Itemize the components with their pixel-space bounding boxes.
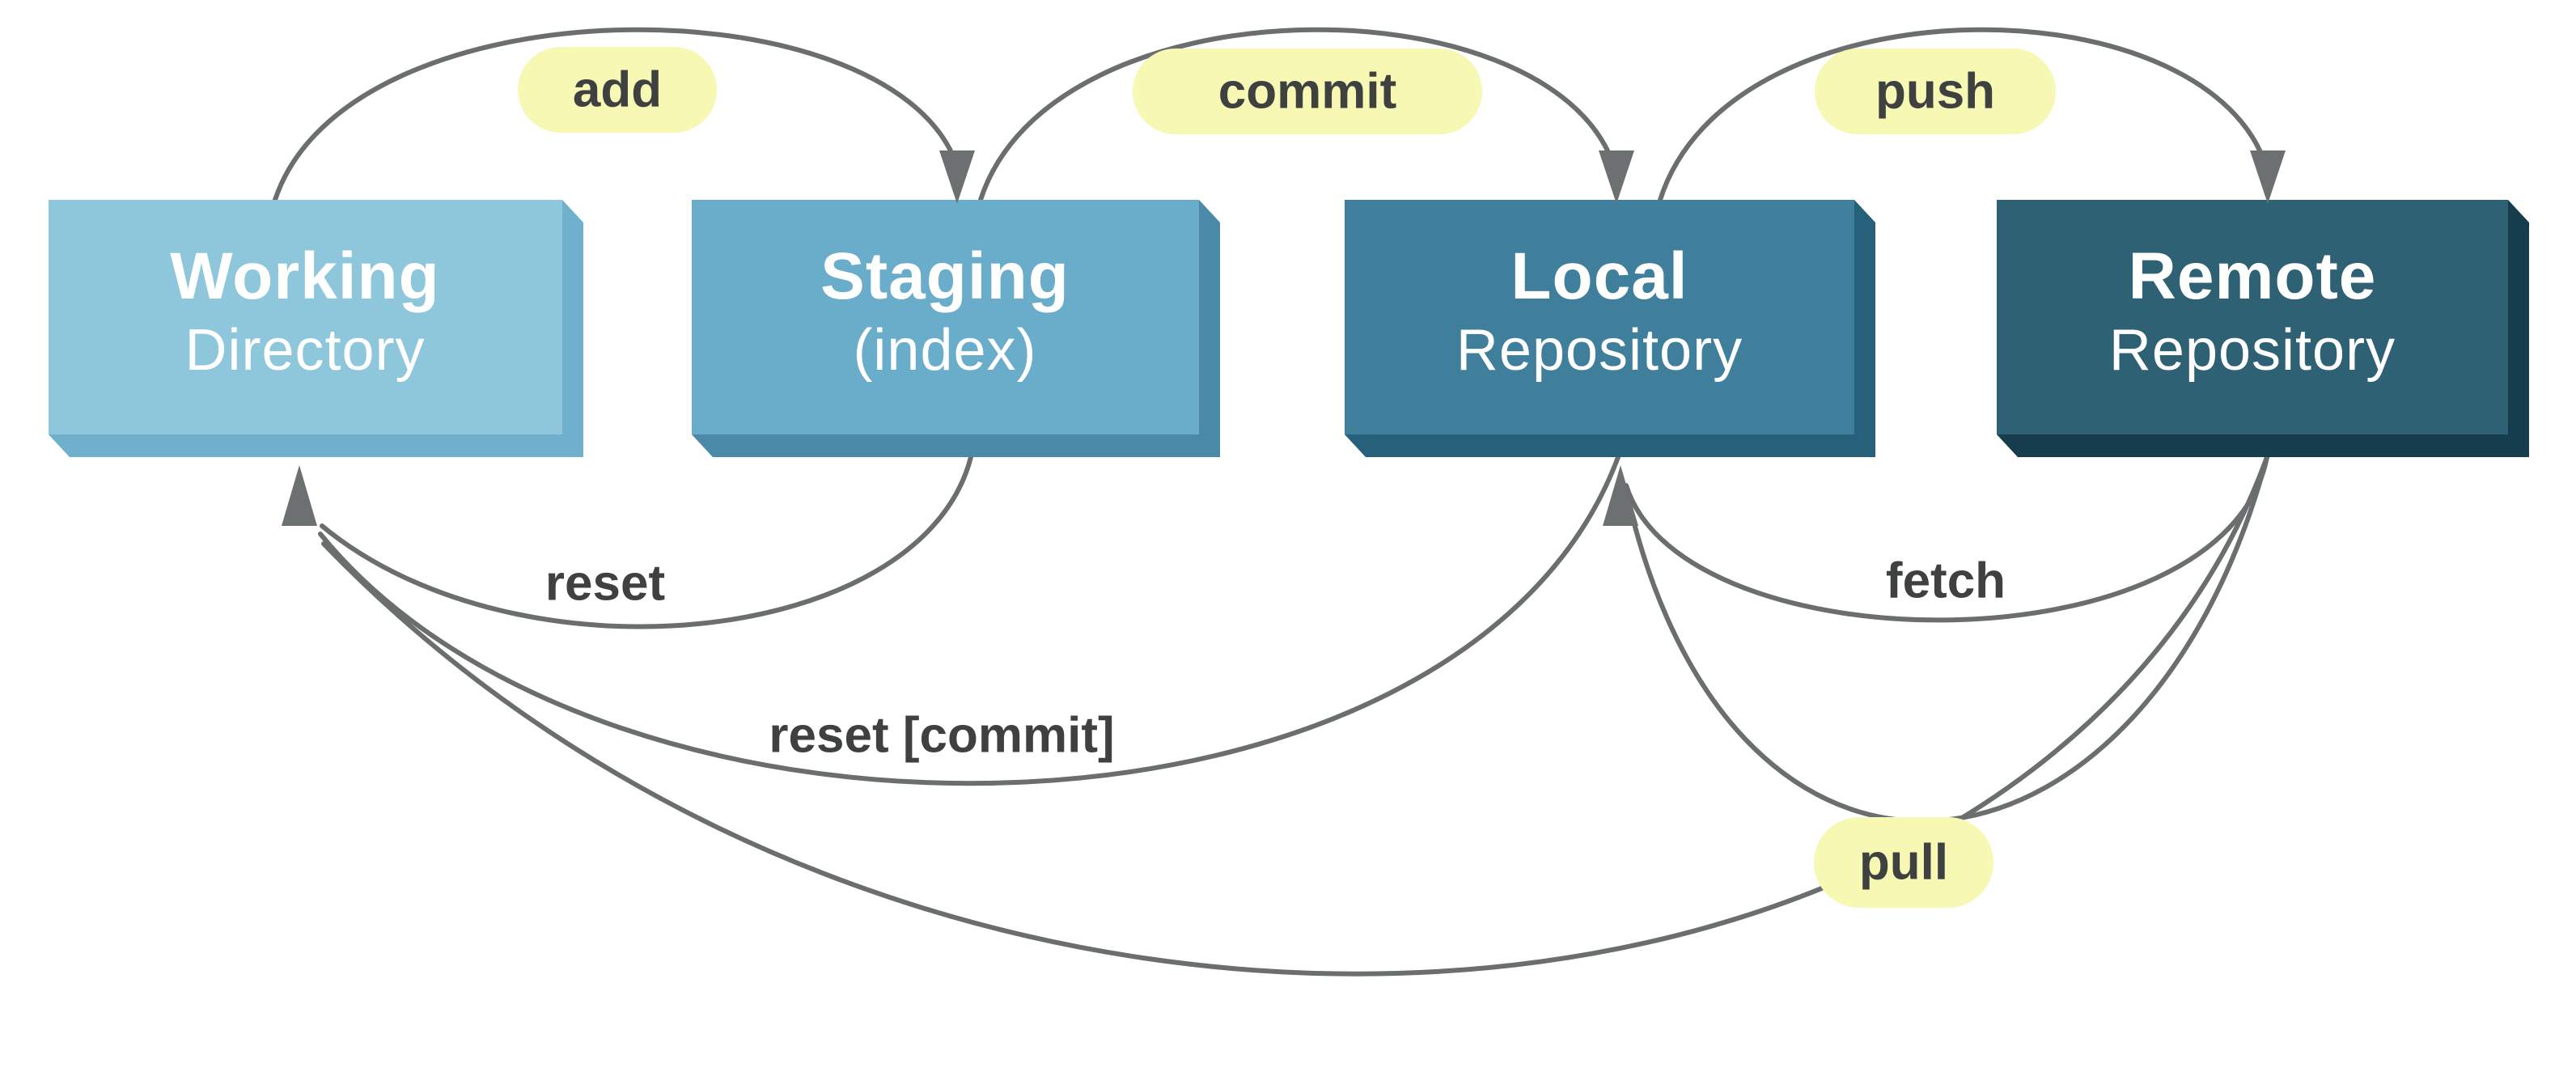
push-pill — [1815, 49, 2056, 134]
commit-pill — [1133, 49, 1482, 134]
box-staging-face — [692, 200, 1199, 434]
arrow-push-curve — [1658, 27, 2267, 202]
box-remote-face — [1997, 200, 2508, 434]
arrow-pull-to-local-curve — [1630, 455, 2269, 824]
pull-pill — [1814, 817, 1993, 908]
arrow-reset-commit-curve — [318, 455, 1621, 786]
arrow-reset-curve — [320, 455, 973, 629]
push-arrowhead-icon — [2250, 150, 2286, 204]
commit-arrowhead-icon — [1599, 150, 1634, 204]
working-in-arrowhead-icon — [282, 465, 317, 526]
arrow-pull-to-working-curve — [321, 455, 2269, 977]
box-local-face — [1345, 200, 1854, 434]
arrow-add-curve — [273, 27, 958, 202]
local-in-arrowhead-icon — [1603, 465, 1638, 526]
box-working-face — [49, 200, 562, 434]
arrow-commit-curve — [978, 27, 1615, 202]
add-pill — [518, 47, 717, 133]
add-arrowhead-icon — [939, 150, 975, 204]
arrow-fetch-curve — [1624, 455, 2269, 623]
